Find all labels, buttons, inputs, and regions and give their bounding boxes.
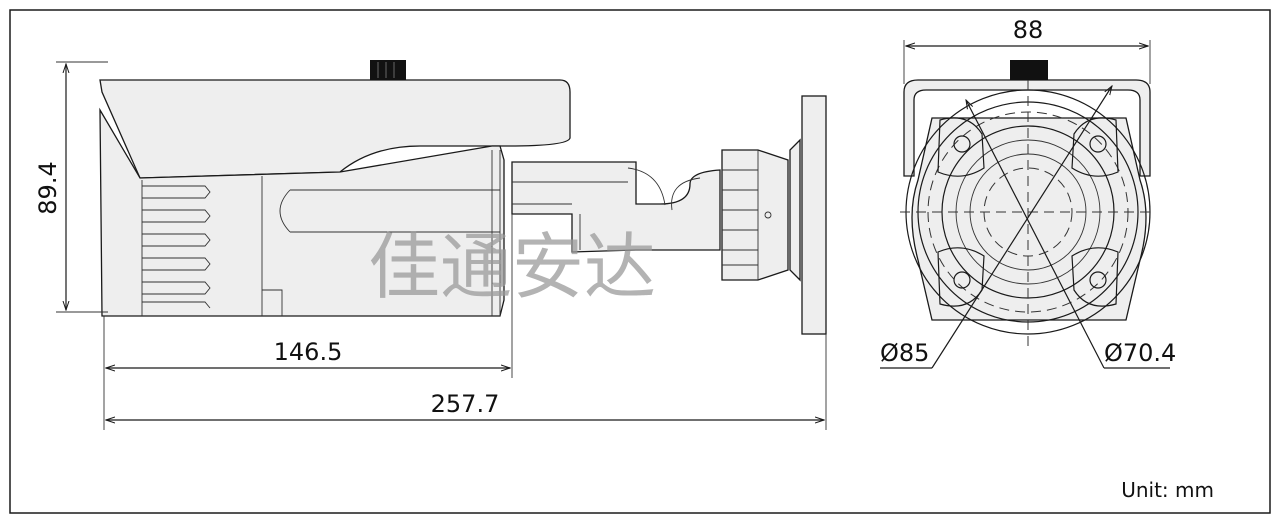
- width-label: 88: [1013, 16, 1044, 44]
- swivel-base: [721, 149, 789, 281]
- side-view: [56, 60, 827, 430]
- height-label: 89.4: [34, 161, 62, 214]
- unit-label: Unit: mm: [1121, 478, 1214, 502]
- front-view: [880, 40, 1170, 369]
- front-housing: [911, 117, 1147, 321]
- screw-holes: [937, 117, 1119, 307]
- inner-diameter-label: Ø70.4: [1104, 339, 1176, 367]
- sunshield-screw: [370, 60, 406, 80]
- front-sunshield: [903, 79, 1151, 177]
- drawing-border: [9, 9, 1271, 514]
- housing-fins: [141, 180, 211, 316]
- bracket-arm: [511, 161, 721, 253]
- mount-plate: [801, 95, 827, 335]
- sunshield: [99, 79, 571, 179]
- outer-diameter-leader: [931, 86, 1112, 369]
- body-length-label: 146.5: [274, 338, 343, 366]
- watermark-text: 佳通安达: [368, 225, 656, 309]
- total-length-label: 257.7: [431, 390, 500, 418]
- inner-diameter-leader: [966, 100, 1105, 369]
- outer-diameter-label: Ø85: [880, 339, 929, 367]
- front-sunshield-screw: [1010, 60, 1048, 80]
- camera-housing: [99, 107, 505, 317]
